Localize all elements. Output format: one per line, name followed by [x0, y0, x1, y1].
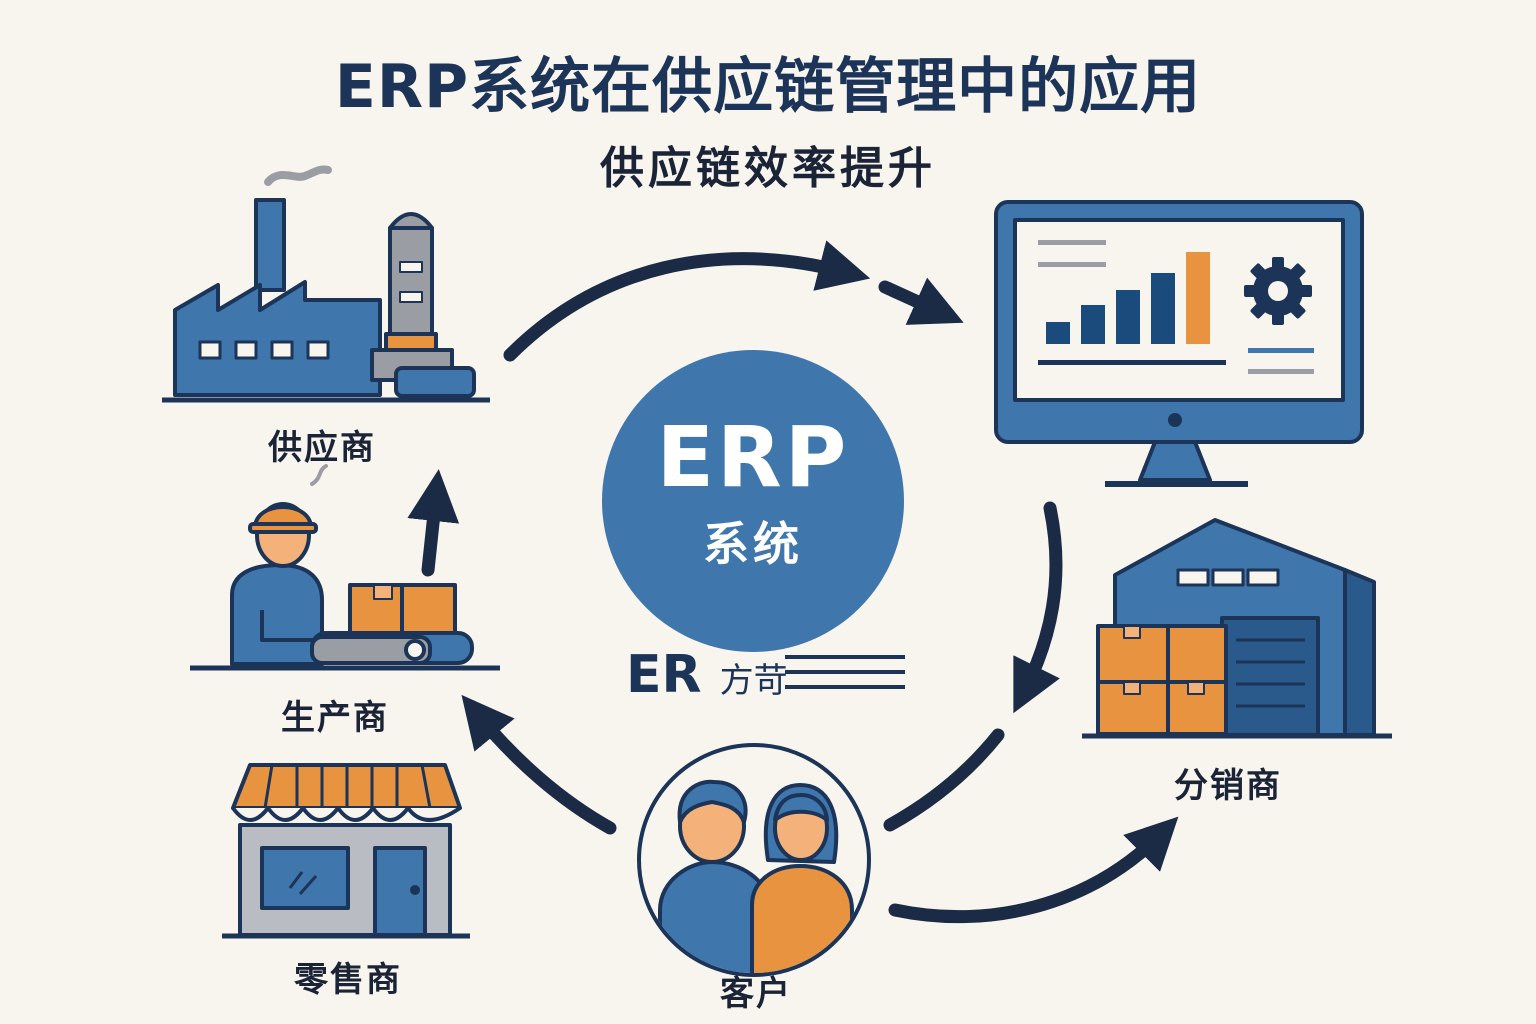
arrow-supplier-to-erp	[503, 240, 871, 362]
label-manufacturer: 生产商	[281, 698, 389, 738]
warehouse-icon	[1082, 518, 1392, 739]
erp-center-subtitle: 系统	[703, 517, 803, 571]
factory-icon	[162, 165, 490, 403]
erp-center-title: ERP	[656, 408, 850, 506]
worker-icon	[190, 464, 500, 671]
arrow-customer-to-manufacturer	[461, 694, 617, 835]
label-supplier: 供应商	[268, 428, 376, 468]
customers-icon	[637, 743, 871, 977]
erp-glitch-lines	[785, 655, 905, 689]
page-title: ERP系统在供应链管理中的应用	[334, 52, 1202, 122]
label-distributor: 分销商	[1174, 766, 1282, 806]
erp-glitch-main: ER	[626, 645, 702, 705]
label-customer: 客户	[720, 974, 792, 1014]
arrow-monitor-to-distributor	[1013, 501, 1063, 714]
arrow-distributor-to-customer	[883, 728, 1005, 832]
arrow-manufacturer-to-supplier	[407, 469, 460, 577]
store-icon	[222, 763, 470, 939]
erp-center-circle: ERP 系统	[602, 350, 904, 652]
arrow-customer-to-distributor	[888, 816, 1179, 924]
erp-glitch-text: ER 方苛	[626, 645, 788, 705]
erp-glitch-small: 方苛	[719, 661, 788, 701]
page-subtitle: 供应链效率提升	[600, 143, 936, 194]
gear-icon	[1244, 257, 1312, 325]
label-retailer: 零售商	[294, 960, 402, 1000]
arrow-erp-to-monitor	[878, 277, 964, 325]
monitor-icon	[994, 200, 1364, 487]
